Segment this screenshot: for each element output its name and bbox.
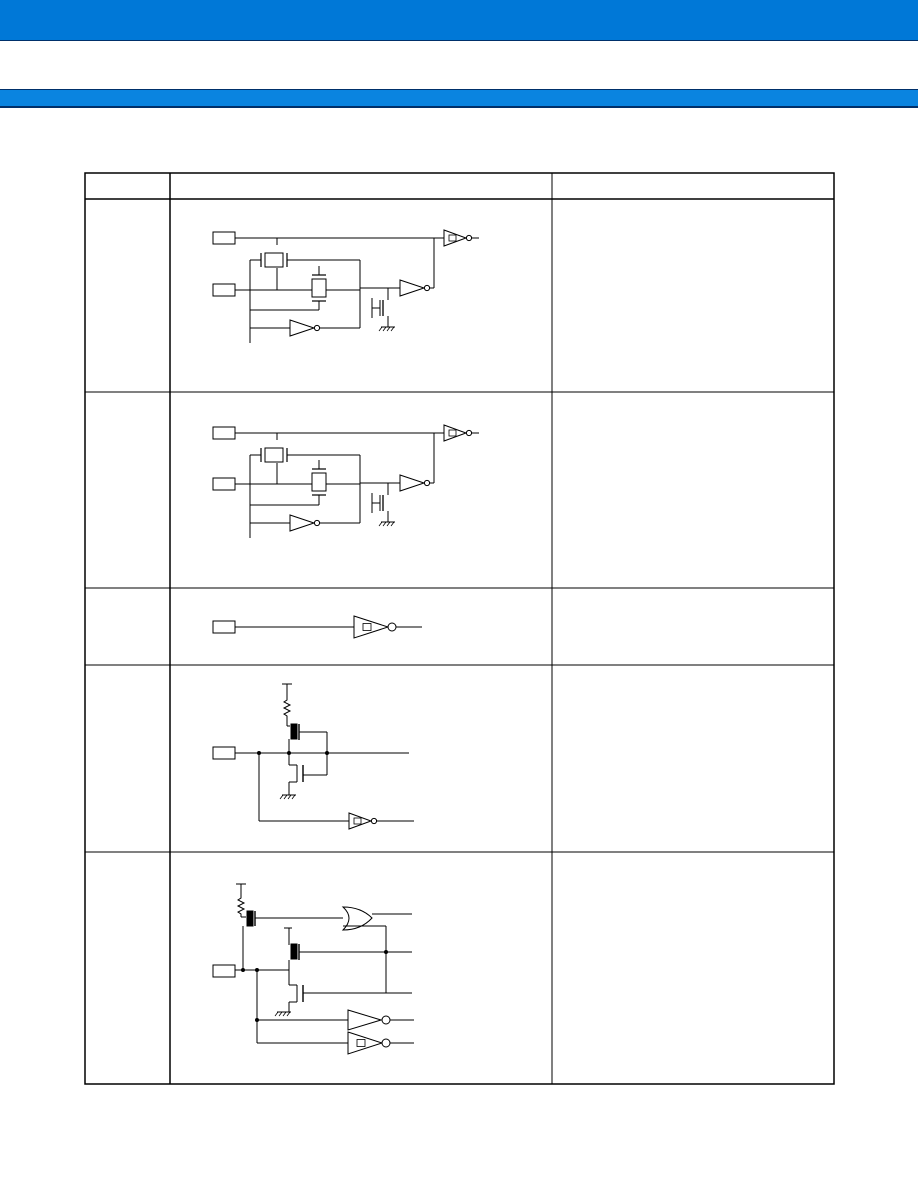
table-grid: [84, 172, 835, 1085]
section-band: [0, 89, 918, 108]
schmitt-input-circuit: [212, 615, 422, 639]
oscillator-circuit-2: [212, 424, 479, 538]
pullup-cmos-io-circuit: [212, 683, 414, 830]
header-band: [0, 0, 918, 41]
pullup-io-with-or-gate-circuit: [212, 883, 414, 1055]
oscillator-circuit-1: [212, 229, 479, 343]
